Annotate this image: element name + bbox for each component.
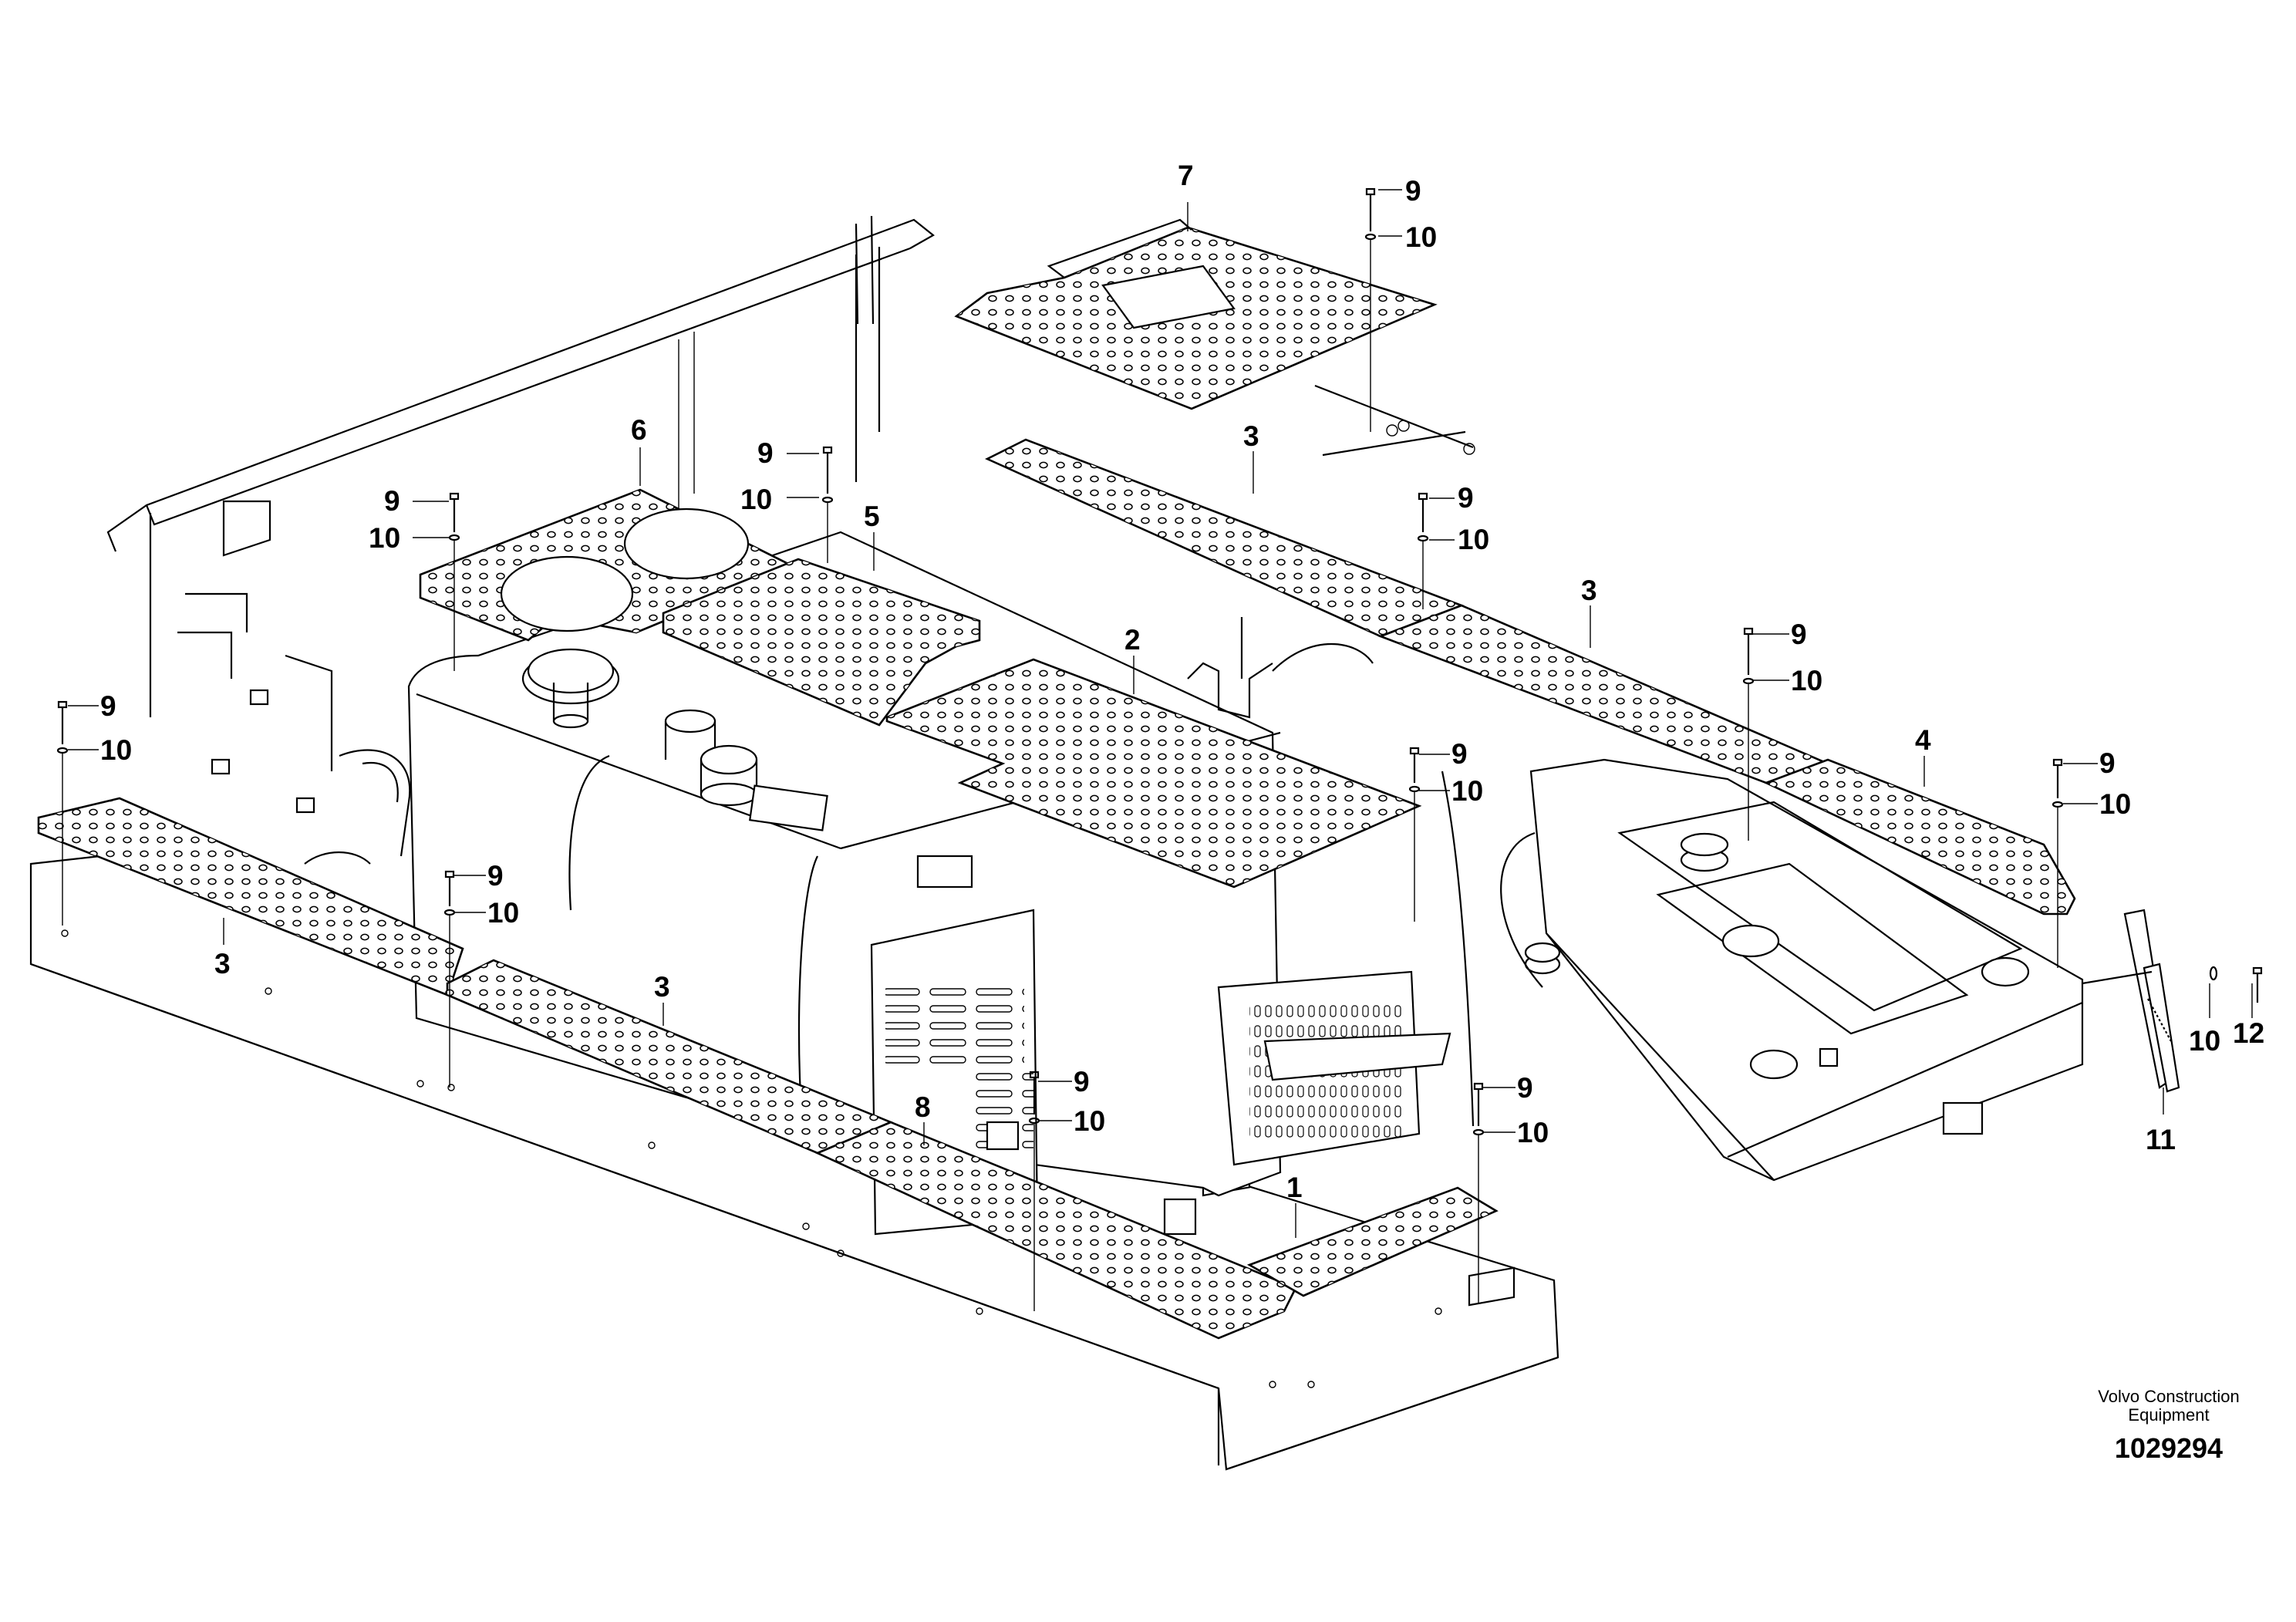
callout-5: 5 (864, 501, 880, 532)
panel-7 (954, 218, 1438, 410)
panel-1 (1246, 1186, 1499, 1297)
bolt-2 (1408, 747, 1421, 922)
callout-9: 9 (1074, 1066, 1090, 1098)
callout-3: 3 (214, 948, 231, 980)
callout-9: 9 (487, 860, 504, 892)
callout-10: 10 (2099, 788, 2131, 820)
bolt-5 (821, 446, 834, 563)
fasteners (56, 187, 2263, 1311)
callout-10: 10 (100, 734, 132, 766)
callout-11: 11 (2146, 1124, 2176, 1155)
callout-10: 10 (740, 484, 772, 515)
callout-9: 9 (384, 485, 400, 517)
callout-10: 10 (2189, 1025, 2220, 1057)
bolt-3b (1742, 627, 1755, 841)
callout-9: 9 (1405, 175, 1421, 207)
panel-3-upper-b (1377, 604, 1831, 784)
callout-3: 3 (1581, 575, 1597, 606)
bolt-7 (1364, 187, 1377, 432)
callout-10: 10 (1405, 221, 1437, 253)
callout-1: 1 (1286, 1172, 1303, 1203)
callout-7: 7 (1178, 160, 1194, 191)
callout-9: 9 (1458, 482, 1474, 514)
callout-10: 10 (369, 522, 400, 554)
brand-line-1: Volvo Construction (2098, 1387, 2239, 1406)
callout-12: 12 (2233, 1017, 2264, 1049)
callout-9: 9 (100, 690, 116, 722)
callout-8: 8 (915, 1091, 931, 1123)
callout-10: 10 (487, 897, 519, 929)
callout-2: 2 (1124, 624, 1141, 656)
callout-9: 9 (1791, 619, 1807, 650)
bolt-11 (2209, 966, 2263, 1003)
callout-labels: 7 9 10 6 9 10 9 10 5 3 9 10 3 2 9 10 4 9… (100, 160, 2264, 1203)
panel-5 (662, 558, 981, 727)
callout-9: 9 (1451, 738, 1468, 770)
bolt-3c (56, 700, 69, 926)
callout-9: 9 (2099, 747, 2116, 779)
panel-3-lower-a (37, 797, 464, 996)
bolt-4 (2052, 758, 2064, 968)
callout-3: 3 (1243, 420, 1259, 452)
brand-line-2: Equipment (2128, 1405, 2209, 1425)
callout-9: 9 (1517, 1072, 1533, 1104)
callout-10: 10 (1517, 1117, 1549, 1148)
title-block: Volvo Construction Equipment 1029294 (2098, 1387, 2239, 1464)
bolt-8 (1028, 1071, 1040, 1311)
callout-10: 10 (1458, 524, 1489, 555)
machine-structure (29, 215, 2084, 1471)
bolt-3d (443, 870, 456, 1088)
bracket-11 (2082, 909, 2180, 1093)
panel-3-upper-a (984, 438, 1465, 638)
bolt-3a (1417, 492, 1429, 609)
callout-6: 6 (631, 414, 647, 446)
callout-10: 10 (1451, 775, 1483, 807)
callout-9: 9 (757, 437, 774, 469)
panel-8 (814, 1121, 1297, 1340)
document-number: 1029294 (2115, 1432, 2223, 1464)
panel-2 (885, 658, 1422, 889)
callout-4: 4 (1915, 724, 1931, 756)
callout-3: 3 (654, 971, 670, 1003)
callout-10: 10 (1074, 1105, 1105, 1137)
bolt-6 (448, 492, 460, 671)
callout-10: 10 (1791, 665, 1822, 696)
panel-4 (1763, 758, 2076, 916)
